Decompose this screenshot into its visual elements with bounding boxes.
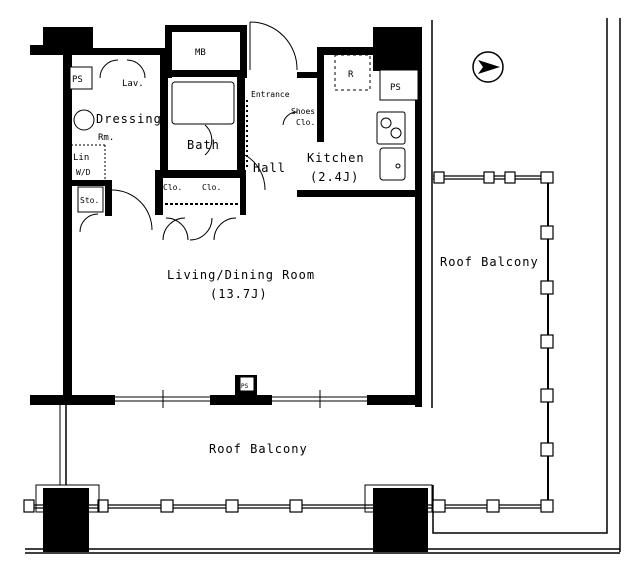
label-roof-balcony-bottom: Roof Balcony [209, 442, 308, 456]
label-living-size: (13.7J) [210, 287, 268, 301]
label-lav: Lav. [122, 79, 144, 89]
label-roof-balcony-right: Roof Balcony [440, 255, 539, 269]
label-kitchen: Kitchen [307, 151, 365, 165]
label-bath: Bath [187, 138, 220, 152]
label-ps-left: PS [72, 75, 83, 85]
label-shoes-clo: Clo. [296, 118, 315, 127]
label-clo-2: Clo. [202, 183, 221, 192]
label-wd: W/D [76, 168, 91, 177]
label-dressing-rm: Rm. [98, 133, 114, 143]
north-arrow-icon [472, 51, 504, 83]
label-ps-bottom: PS [241, 383, 249, 390]
label-shoes: Shoes [291, 107, 315, 116]
stove-burners-icon [380, 117, 402, 169]
label-entrance: Entrance [251, 90, 290, 99]
walls [30, 25, 422, 407]
label-living-dining: Living/Dining Room [167, 268, 315, 282]
pillars [30, 27, 433, 552]
balcony-railing [23, 171, 554, 513]
label-dressing: Dressing [96, 112, 162, 126]
label-lin: Lin [73, 153, 89, 163]
label-ps-right: PS [390, 83, 401, 93]
label-kitchen-size: (2.4J) [310, 170, 359, 184]
label-hall: Hall [253, 161, 286, 175]
fixtures [69, 66, 419, 392]
label-fridge: R [348, 70, 354, 80]
windows-and-doors [59, 21, 421, 485]
label-clo-1: Clo. [163, 183, 182, 192]
label-mb: MB [195, 48, 206, 58]
label-sto: Sto. [80, 196, 99, 205]
